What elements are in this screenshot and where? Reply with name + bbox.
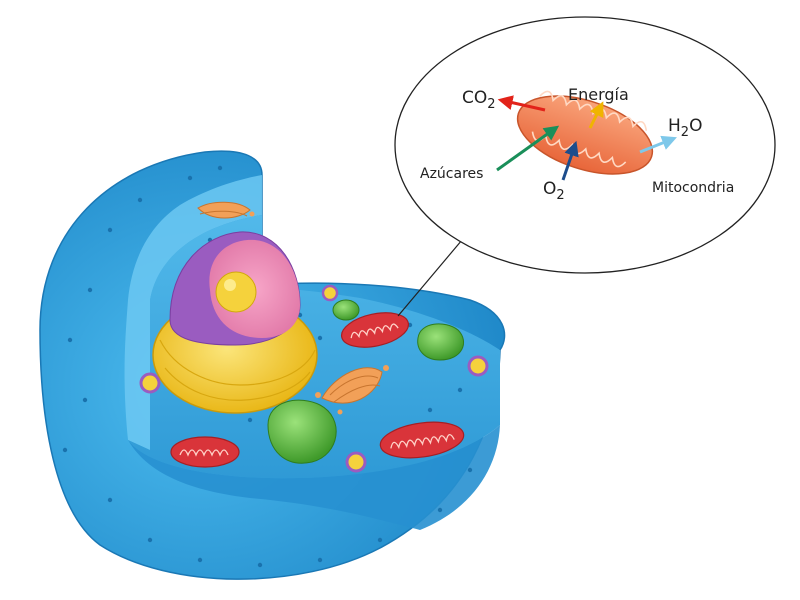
- arrow-energia: [588, 101, 604, 129]
- label-energia: Energía: [568, 85, 629, 104]
- lysosome-3: [345, 451, 367, 473]
- lysosome-2: [467, 355, 489, 377]
- nucleolus: [215, 271, 257, 313]
- mitochondrion-3: [379, 421, 465, 459]
- mitochondrion-1: [340, 312, 410, 348]
- mitochondrion-2: [170, 436, 240, 468]
- label-mitocondria: Mitocondria: [652, 180, 734, 196]
- lysosome-4: [321, 284, 339, 302]
- callout-pointer: [397, 239, 463, 317]
- nucleus: [152, 231, 318, 414]
- cut-front-edge: [128, 425, 500, 530]
- label-h2o: H2O: [668, 116, 702, 140]
- arrow-o2: [561, 140, 579, 181]
- cut-back-wall: [124, 175, 263, 450]
- label-co2: CO2: [462, 88, 496, 112]
- vacuole-large: [267, 399, 337, 464]
- arrow-azucares: [496, 125, 560, 172]
- lysosome-1: [139, 372, 161, 394]
- vacuole-small: [332, 299, 360, 321]
- arrow-co2: [497, 95, 546, 112]
- cell-illustration: [39, 150, 506, 580]
- golgi-apparatus: [315, 365, 389, 415]
- label-o2: O2: [543, 179, 565, 203]
- arrow-h2o: [639, 135, 677, 154]
- label-azucares: Azúcares: [420, 166, 483, 182]
- golgi-apparatus-top: [197, 201, 255, 219]
- vacuole-medium: [417, 323, 464, 361]
